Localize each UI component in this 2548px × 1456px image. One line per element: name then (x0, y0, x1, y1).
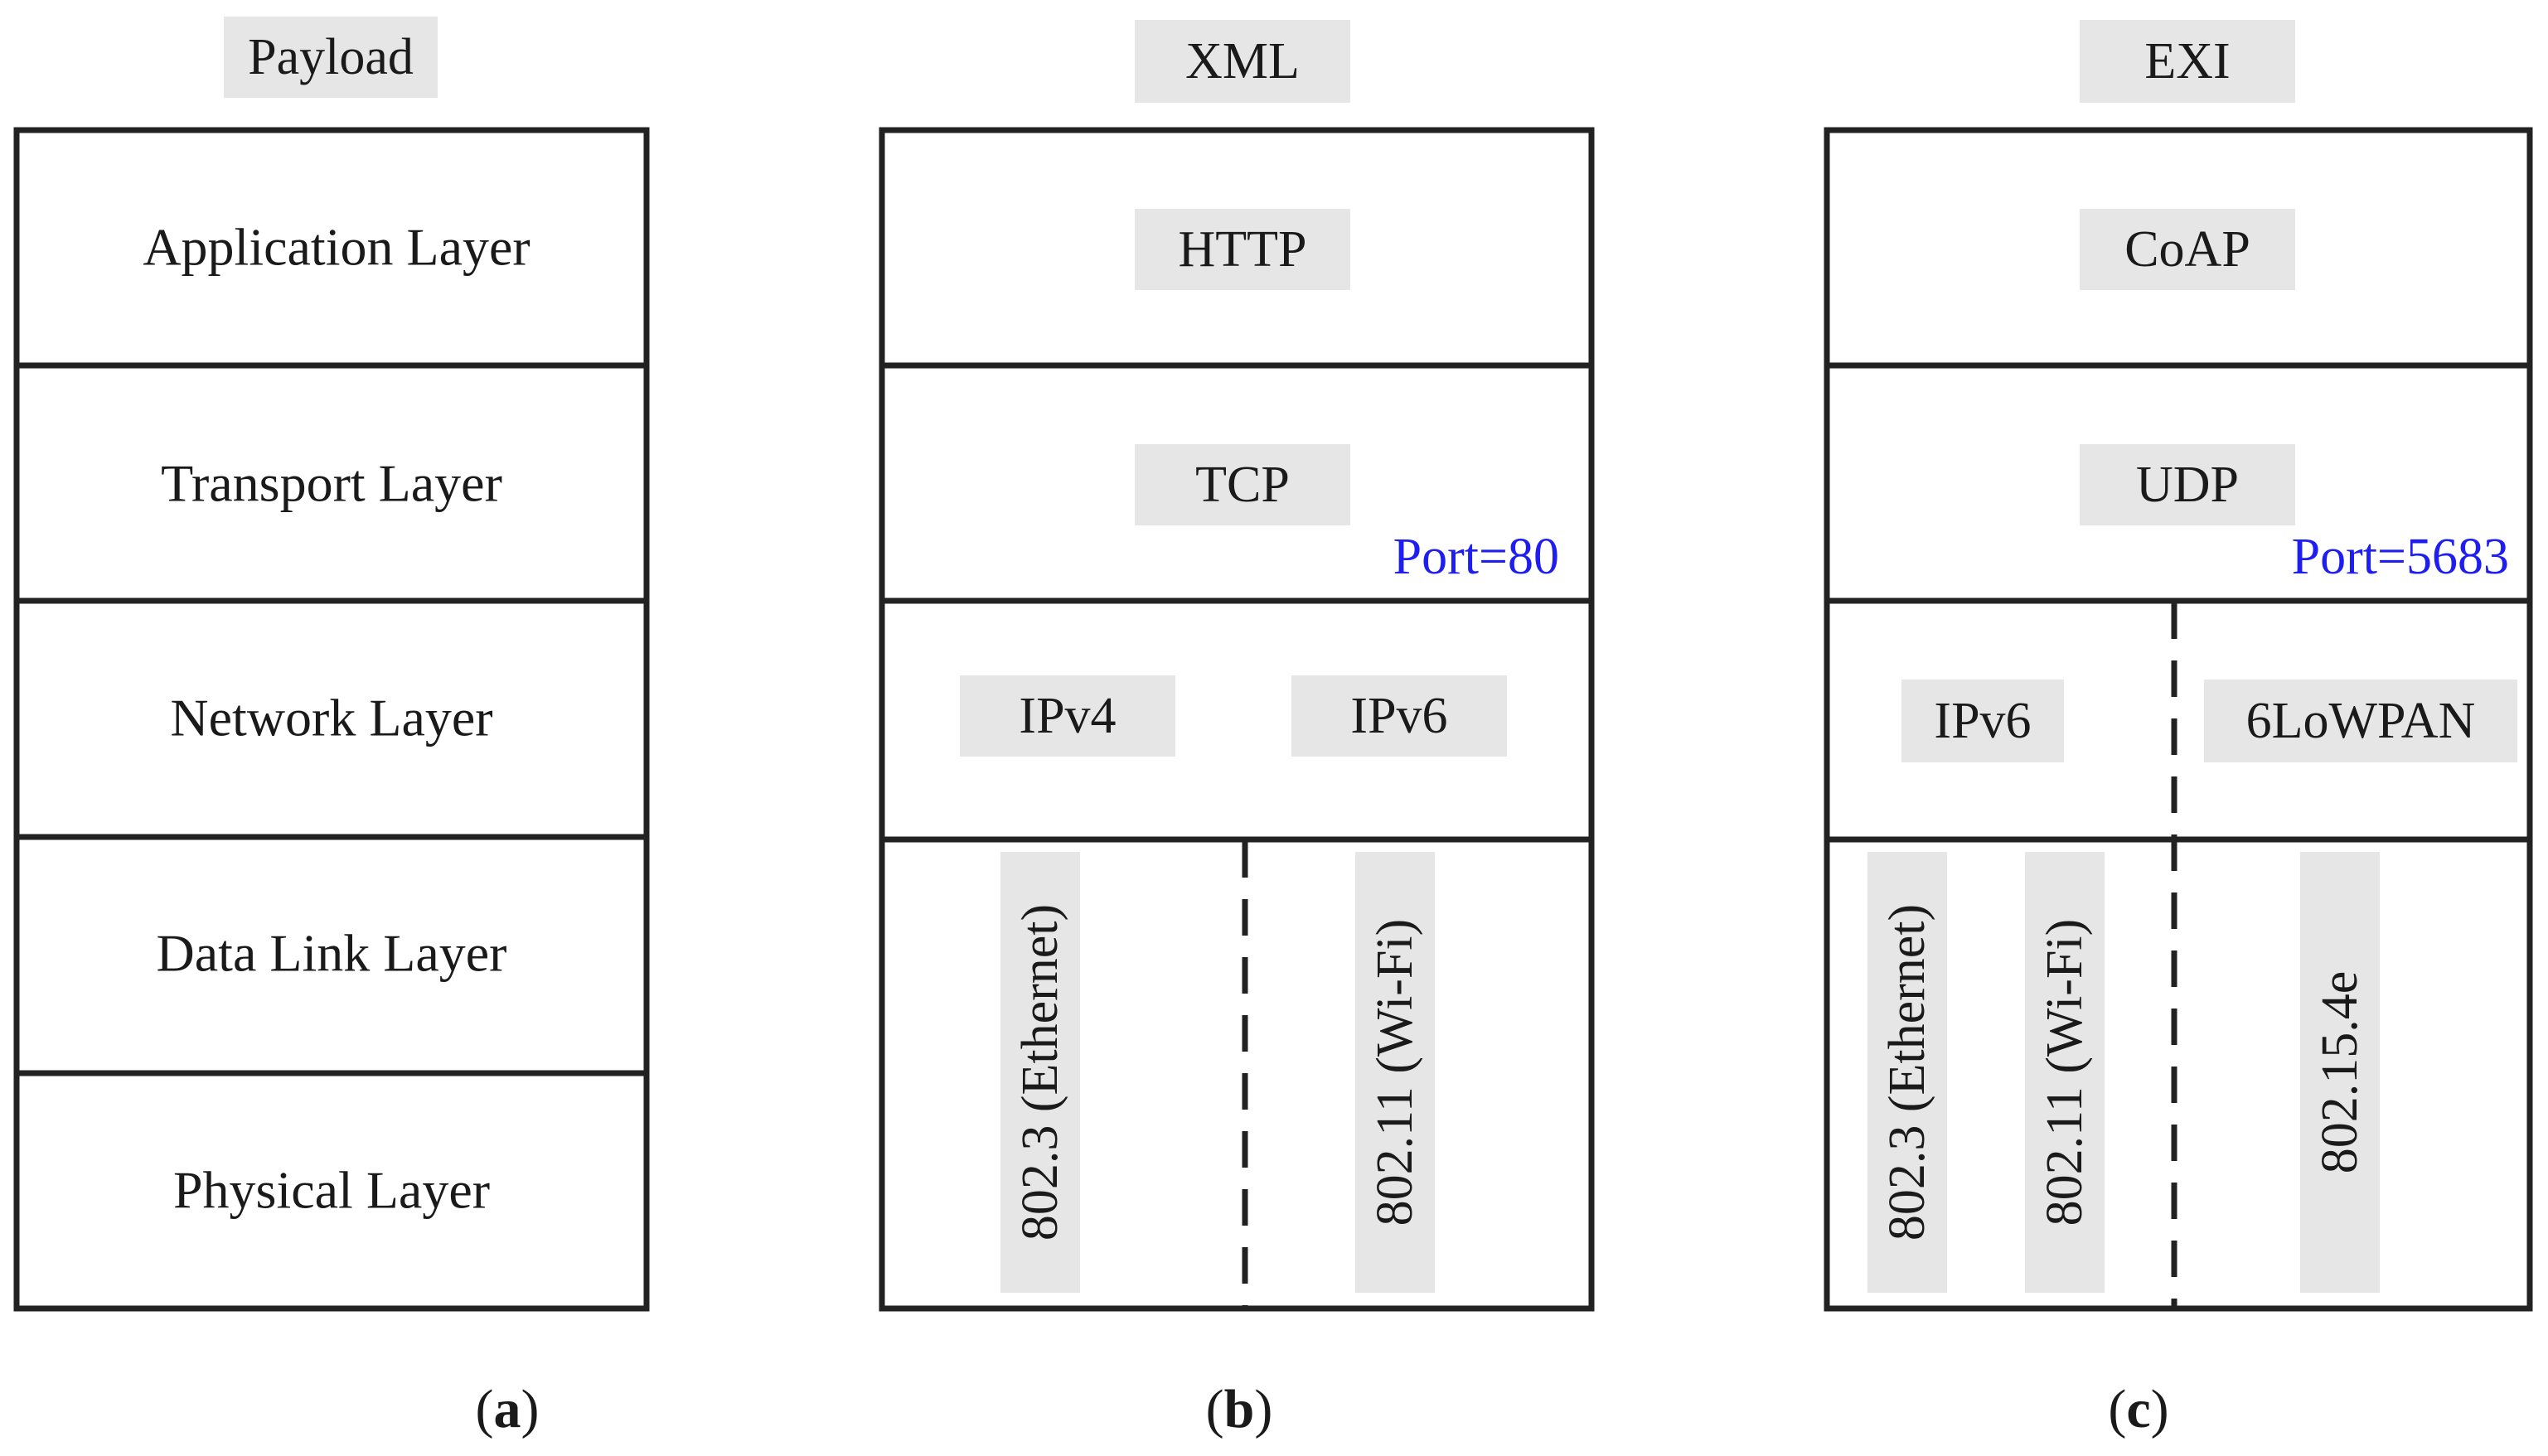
caption-b: (b) (1206, 1379, 1273, 1439)
panel-c: EXI CoAP UDP Port=5683 IPv6 6LoWPAN 802.… (1824, 20, 2533, 1439)
ethernet-box (1000, 852, 1080, 1293)
panel-b-frame (879, 127, 1595, 1312)
6lowpan-box (2204, 680, 2517, 762)
ipv6-label: IPv6 (1934, 693, 2031, 749)
ethernet-label: 802.3 (Ethernet) (1879, 904, 1935, 1241)
802-15-4e-box (2300, 852, 2380, 1293)
exi-header: EXI (2144, 33, 2230, 89)
exi-header-box (2080, 20, 2295, 103)
panel-b: XML HTTP TCP Port=80 IPv4 IPv6 802.3 (Et… (879, 20, 1595, 1439)
6lowpan-label: 6LoWPAN (2246, 693, 2476, 749)
coap-label: CoAP (2124, 221, 2250, 278)
802-15-4e-label: 802.15.4e (2312, 971, 2368, 1174)
transport-layer-label: Transport Layer (161, 454, 502, 513)
panel-c-frame (1824, 127, 2533, 1312)
coap-box (2080, 209, 2295, 290)
ethernet-label: 802.3 (Ethernet) (1012, 904, 1068, 1241)
ethernet-box (1867, 852, 1947, 1293)
xml-header: XML (1185, 33, 1300, 89)
udp-label: UDP (2136, 457, 2239, 513)
ipv6-box (1291, 675, 1507, 757)
tcp-box (1135, 444, 1350, 525)
ipv4-label: IPv4 (1019, 688, 1116, 744)
data-link-layer-label: Data Link Layer (157, 924, 507, 983)
payload-header: Payload (248, 29, 414, 85)
wifi-box (1355, 852, 1435, 1293)
application-layer-label: Application Layer (143, 218, 530, 277)
caption-c: (c) (2108, 1379, 2168, 1439)
udp-box (2080, 444, 2295, 525)
http-label: HTTP (1179, 221, 1307, 278)
network-layer-label: Network Layer (170, 689, 492, 747)
tcp-port-label: Port=80 (1393, 529, 1559, 585)
wifi-box (2025, 852, 2105, 1293)
panel-a: Payload Application Layer Transport Laye… (13, 17, 650, 1439)
ipv4-box (960, 675, 1175, 757)
tcp-label: TCP (1195, 457, 1290, 513)
panel-a-frame (13, 127, 650, 1312)
http-box (1135, 209, 1350, 290)
ipv6-box (1901, 680, 2064, 762)
ipv6-label: IPv6 (1350, 688, 1447, 744)
physical-layer-label: Physical Layer (173, 1161, 490, 1220)
wifi-label: 802.11 (Wi-Fi) (2037, 919, 2093, 1226)
xml-header-box (1135, 20, 1350, 103)
payload-header-box (224, 17, 438, 98)
wifi-label: 802.11 (Wi-Fi) (1367, 919, 1423, 1226)
caption-a: (a) (476, 1379, 540, 1439)
udp-port-label: Port=5683 (2292, 529, 2509, 585)
